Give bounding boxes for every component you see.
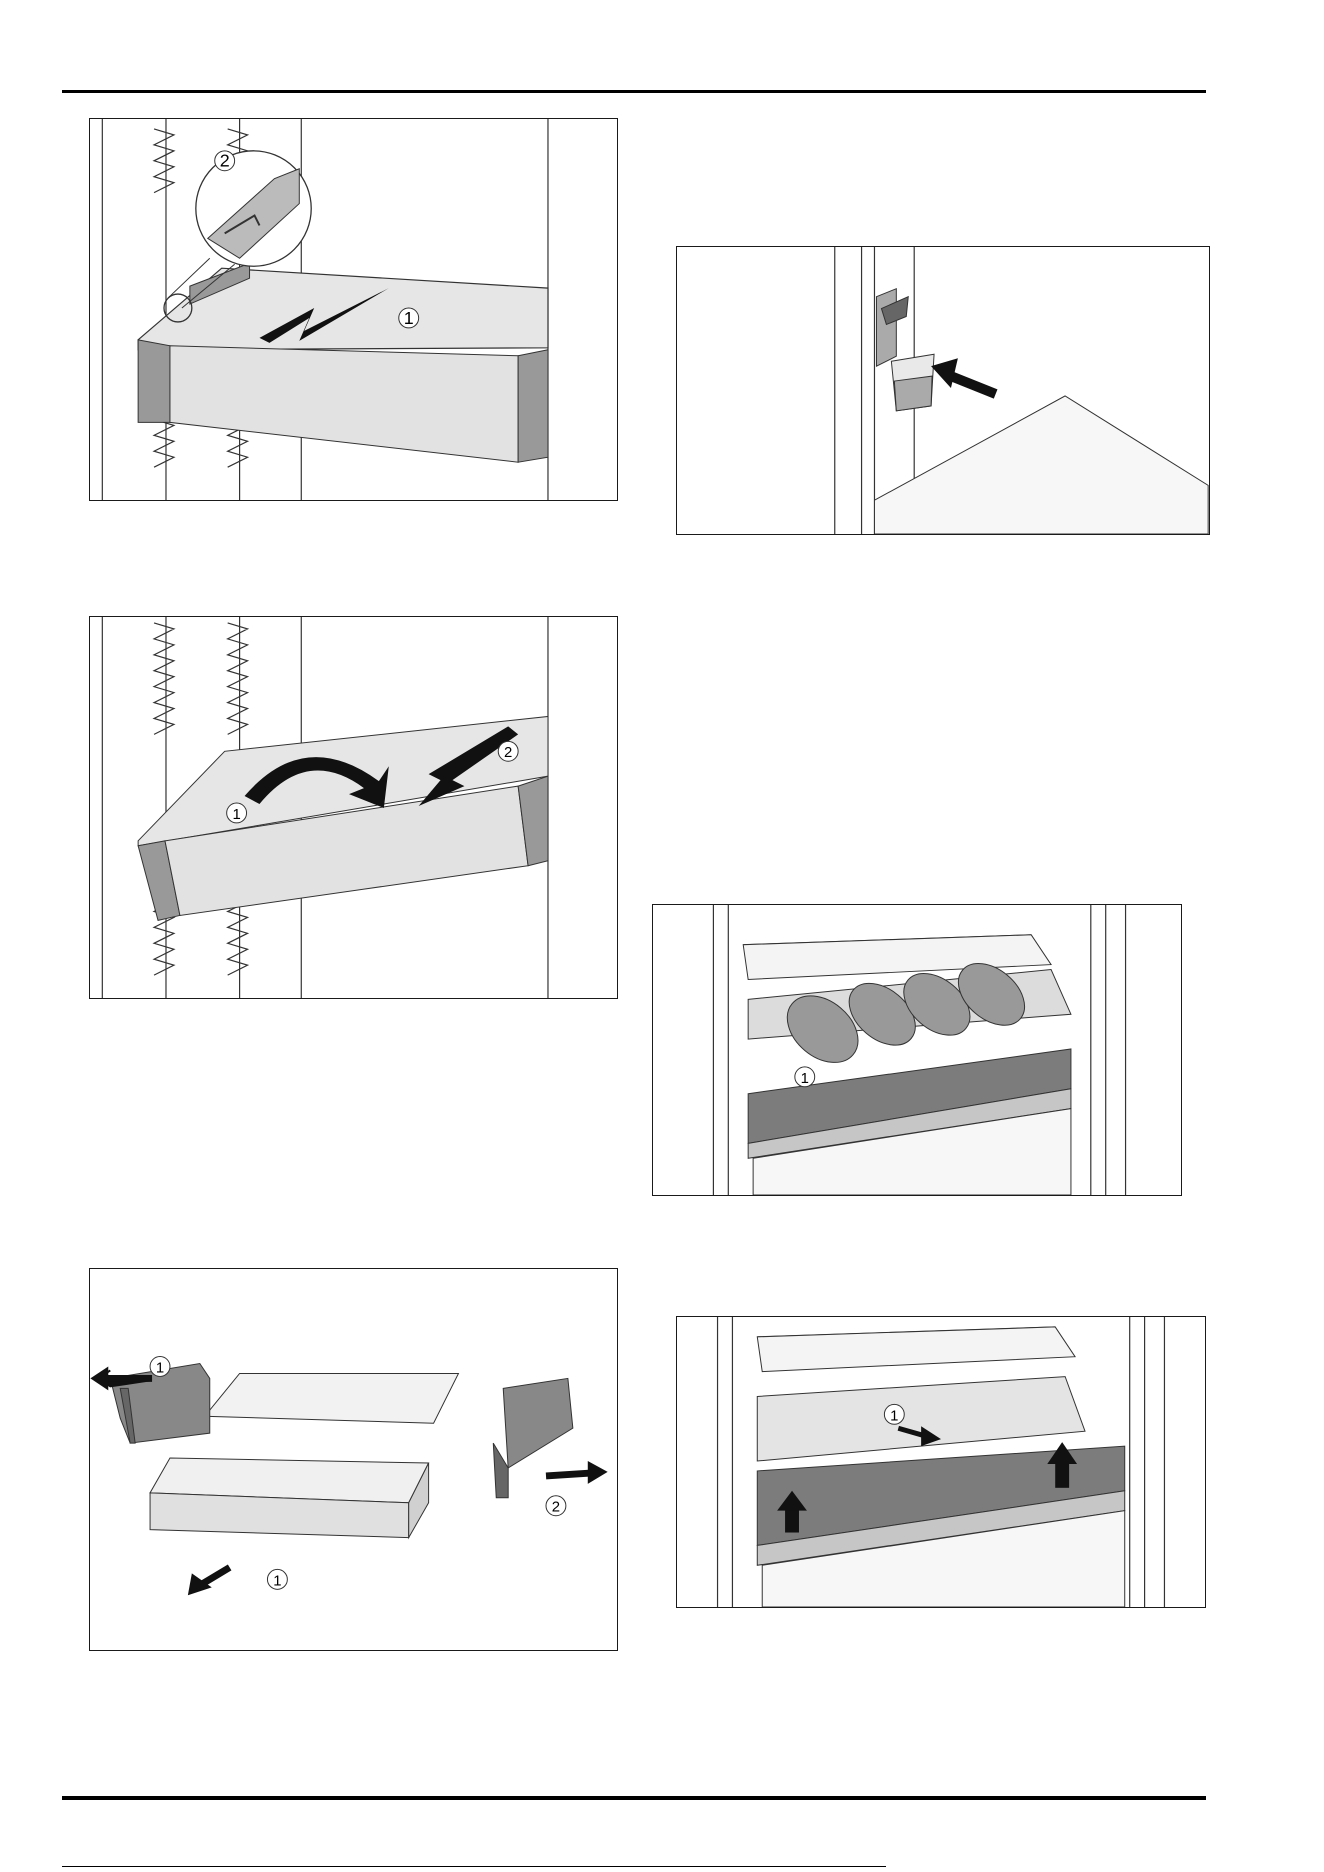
glass-shelf-illustration: 1	[677, 1317, 1205, 1607]
callout-2-left: 1	[156, 1359, 164, 1376]
footer-rule	[62, 1866, 886, 1867]
callout-1: 1	[404, 308, 414, 328]
callout-1: 1	[232, 806, 240, 823]
drawer-tilt-illustration: 1 2	[90, 617, 617, 998]
bottom-rule	[62, 1796, 1206, 1800]
callout-1: 1	[273, 1572, 281, 1589]
figure-drawer-tilt-remove: 1 2	[89, 616, 618, 999]
figure-drawer-disassembly: 1 2 1	[89, 1268, 618, 1651]
callout-1: 1	[890, 1408, 898, 1424]
drain-cup-illustration	[677, 247, 1209, 534]
callout-2: 2	[504, 744, 512, 761]
callout-1: 1	[801, 1071, 809, 1087]
drawer-pull-out-illustration: 2 1	[90, 119, 617, 500]
figure-bottle-shelf: 1	[652, 904, 1182, 1196]
figure-glass-shelf-lift: 1	[676, 1316, 1206, 1608]
callout-2: 2	[220, 151, 230, 171]
bottle-shelf-illustration: 1	[653, 905, 1181, 1195]
figure-drain-cup	[676, 246, 1210, 535]
top-rule	[62, 90, 1206, 93]
drawer-disassembly-illustration: 1 2 1	[90, 1269, 617, 1650]
figure-drawer-pull-out: 2 1	[89, 118, 618, 501]
callout-2-right: 2	[552, 1499, 560, 1516]
